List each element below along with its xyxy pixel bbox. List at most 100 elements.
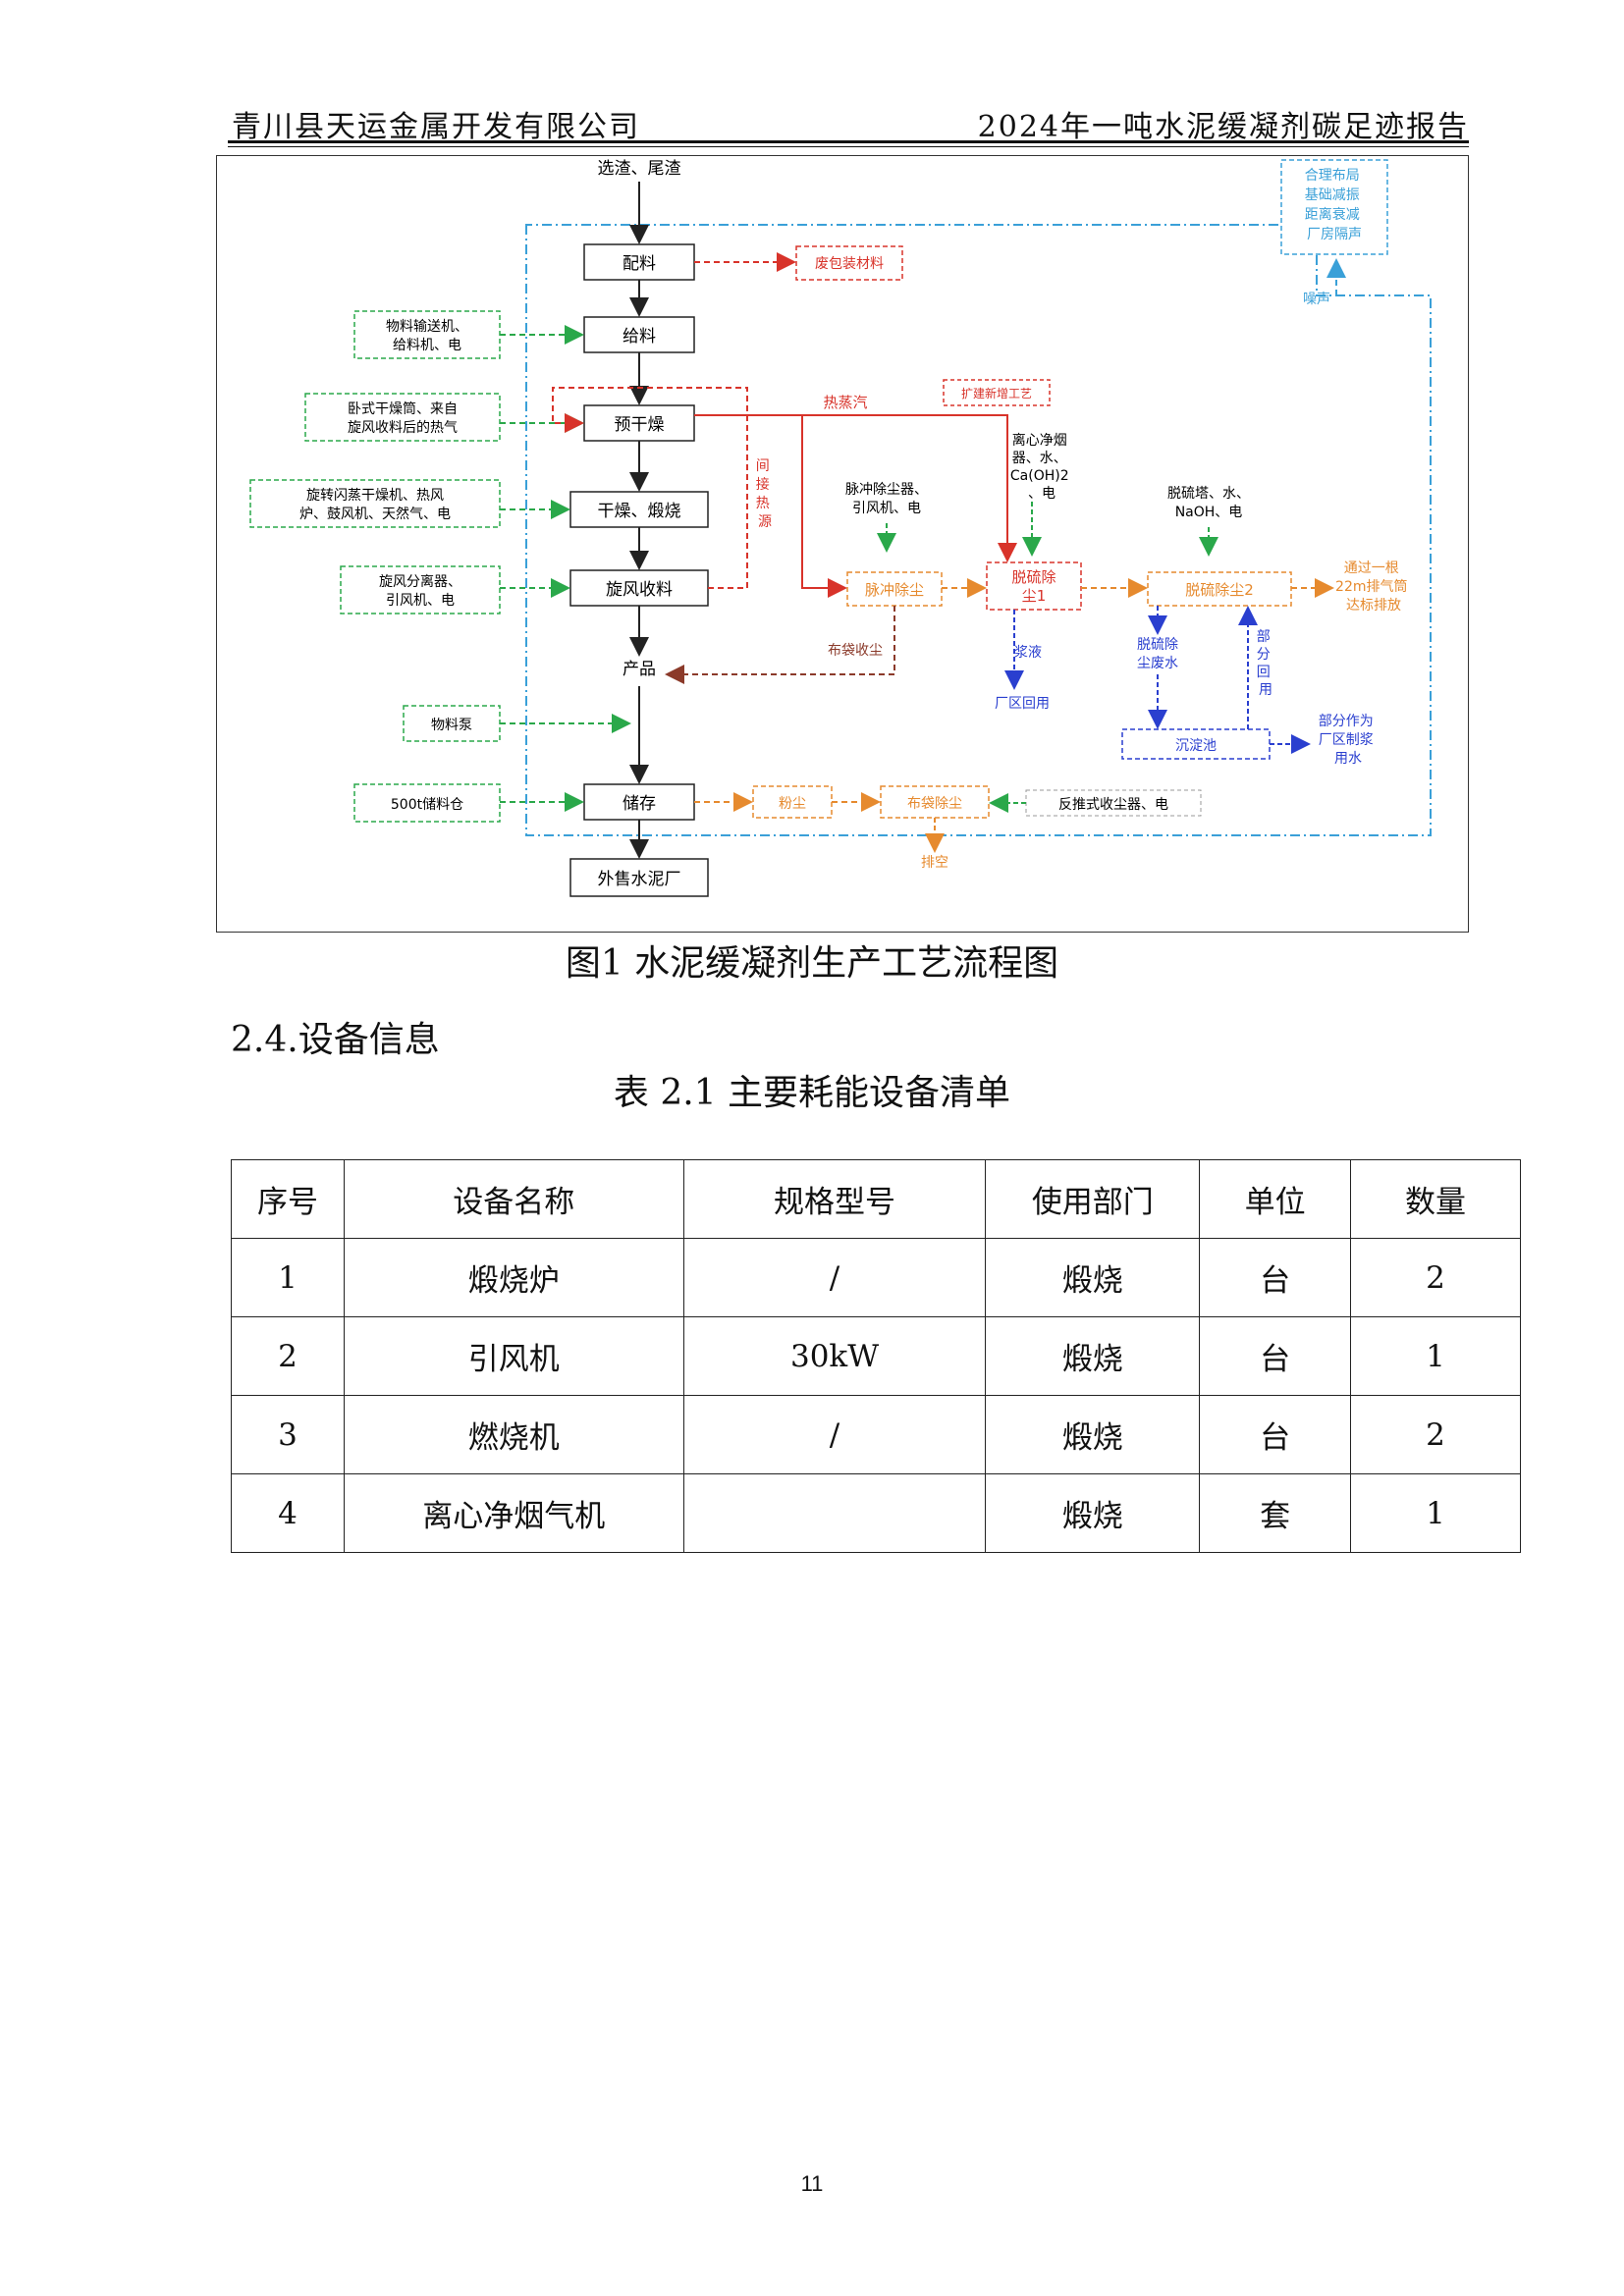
sediment-pool-box — [1121, 728, 1271, 760]
centrifugal-text: 离心净烟 器、水、 Ca(OH)2 、电 — [1010, 432, 1073, 502]
dust-label: 粉尘 — [779, 796, 806, 812]
step-cyclone: 旋风收料 — [606, 580, 673, 600]
table-cell: 离心净烟气机 — [343, 1473, 684, 1553]
indirect-heat-line — [552, 387, 748, 589]
header-cell-unit: 单位 — [1199, 1159, 1352, 1239]
desulf-tower-text: 脱硫塔、水、NaOH、电 — [1167, 486, 1250, 520]
table-header-row: 序号 设备名称 规格型号 使用部门 单位 数量 — [231, 1159, 1521, 1239]
table-cell: 3 — [231, 1395, 345, 1474]
header-report-title: 2024年一吨水泥缓凝剂碳足迹报告 — [977, 110, 1469, 144]
dust-box — [752, 785, 833, 819]
step-box-batching — [583, 243, 695, 281]
step-box-calcining — [569, 491, 709, 528]
table-row: 1 煅烧炉 / 煅烧 台 2 — [231, 1238, 1521, 1317]
step-predrying: 预干燥 — [615, 415, 665, 435]
backblow-label: 反推式收尘器、电 — [1058, 797, 1168, 813]
input-box-4 — [340, 565, 501, 614]
input-box-2 — [304, 393, 501, 442]
header-cell-name: 设备名称 — [343, 1159, 684, 1239]
desulf2-label: 脱硫除尘2 — [1185, 581, 1254, 599]
table-cell: 引风机 — [343, 1316, 684, 1396]
table-row: 2 引风机 30kW 煅烧 台 1 — [231, 1316, 1521, 1396]
waste-box — [795, 245, 903, 281]
noise-label: 噪声 — [1303, 292, 1330, 307]
desulf1-label: 脱硫除尘1 — [1011, 568, 1056, 605]
table-cell: 煅烧 — [985, 1316, 1201, 1396]
pulse-equipment-text: 脉冲除尘器、引风机、电 — [845, 482, 928, 516]
table-cell: 2 — [231, 1316, 345, 1396]
input-text-5: 物料泵 — [431, 718, 472, 733]
figure-caption: 图1 水泥缓凝剂生产工艺流程图 — [565, 943, 1059, 984]
header-rule — [228, 140, 1469, 143]
input-text-1: 物料输送机、给料机、电 — [386, 319, 468, 353]
pulse-dust-box — [846, 571, 943, 607]
waste-packaging-label: 废包装材料 — [815, 256, 884, 272]
sediment-pool-label: 沉淀池 — [1175, 738, 1217, 754]
table-cell: 燃烧机 — [343, 1395, 684, 1474]
partial-reuse-label: 部 分 回 用 — [1257, 629, 1274, 698]
table-row: 4 离心净烟气机 煅烧 套 1 — [231, 1473, 1521, 1553]
table-cell: 套 — [1199, 1473, 1352, 1553]
flowchart-svg: 噪声 合理布局 基础减振 距离衰减 厂房隔声 选渣、尾渣 配料 给料 预干燥 干… — [249, 159, 1432, 897]
step-sale: 外售水泥厂 — [598, 870, 681, 889]
raw-input-label: 选渣、尾渣 — [598, 159, 681, 179]
vent-label: 排空 — [921, 855, 948, 871]
step-box-sale — [569, 858, 709, 897]
section-heading: 2.4.设备信息 — [231, 1020, 440, 1060]
expansion-label: 扩建新增工艺 — [961, 386, 1032, 400]
step-batching: 配料 — [623, 254, 656, 274]
table-cell: 台 — [1199, 1238, 1352, 1317]
header-cell-spec: 规格型号 — [682, 1159, 987, 1239]
input-text-6: 500t储料仓 — [391, 797, 463, 813]
step-box-cyclone — [569, 569, 709, 607]
table-cell — [682, 1473, 987, 1553]
equipment-table: 序号 设备名称 规格型号 使用部门 单位 数量 1 煅烧炉 / 煅烧 台 2 2… — [231, 1159, 1521, 1553]
desulf1-box — [986, 561, 1082, 611]
table-cell: 台 — [1199, 1395, 1352, 1474]
exhaust-label: 通过一根 22m排气筒 达标排放 — [1335, 561, 1412, 614]
input-text-3: 旋转闪蒸干燥机、热风炉、鼓风机、天然气、电 — [299, 488, 451, 522]
input-text-4: 旋风分离器、引风机、电 — [379, 573, 461, 609]
table-cell: 30kW — [682, 1316, 987, 1396]
expansion-box — [943, 379, 1051, 406]
step-calcining: 干燥、煅烧 — [598, 502, 681, 521]
table-cell: / — [682, 1238, 987, 1317]
header-company: 青川县天运金属开发有限公司 — [232, 110, 640, 144]
table-cell: 1 — [1350, 1473, 1521, 1553]
table-cell: 1 — [231, 1238, 345, 1317]
steam-label: 热蒸汽 — [823, 394, 867, 411]
noise-control-text: 合理布局 基础减振 距离衰减 厂房隔声 — [1305, 168, 1364, 242]
steam-line — [694, 414, 1017, 562]
plant-reuse-label: 厂区回用 — [995, 696, 1050, 712]
indirect-heat-label: 间 接 热 源 — [756, 458, 774, 530]
slurry-label: 浆液 — [1014, 645, 1042, 661]
step-storage: 储存 — [623, 794, 656, 814]
table-cell: / — [682, 1395, 987, 1474]
step-box-feeding — [583, 316, 695, 353]
flowchart-figure: 噪声 合理布局 基础减振 距离衰减 厂房隔声 选渣、尾渣 配料 给料 预干燥 干… — [216, 155, 1469, 933]
page-number: 11 — [800, 2171, 824, 2196]
product-label: 产品 — [623, 660, 656, 679]
table-cell: 台 — [1199, 1316, 1352, 1396]
header-cell-index: 序号 — [231, 1159, 345, 1239]
header-cell-department: 使用部门 — [985, 1159, 1201, 1239]
table-cell: 煅烧 — [985, 1473, 1201, 1553]
table-caption: 表 2.1 主要耗能设备清单 — [613, 1073, 1011, 1113]
bag-collect-line — [665, 606, 895, 684]
input-box-5 — [403, 705, 501, 742]
bag-dust-label: 布袋除尘 — [907, 796, 962, 812]
desulf2-box — [1147, 571, 1292, 607]
input-text-2: 卧式干燥筒、来自旋风收料后的热气 — [348, 400, 458, 436]
table-cell: 4 — [231, 1473, 345, 1553]
table-cell: 2 — [1350, 1238, 1521, 1317]
input-box-3 — [249, 479, 501, 528]
input-box-6 — [353, 783, 501, 823]
header-rule-thin — [228, 146, 1469, 147]
noise-control-box — [1280, 159, 1388, 255]
table-cell: 1 — [1350, 1316, 1521, 1396]
partial-slurry-label: 部分作为 厂区制浆 用水 — [1319, 714, 1378, 767]
wastewater-label: 脱硫除尘废水 — [1137, 637, 1178, 671]
step-box-predrying — [583, 404, 695, 442]
table-row: 3 燃烧机 / 煅烧 台 2 — [231, 1395, 1521, 1474]
bag-collect-label: 布袋收尘 — [828, 643, 883, 659]
